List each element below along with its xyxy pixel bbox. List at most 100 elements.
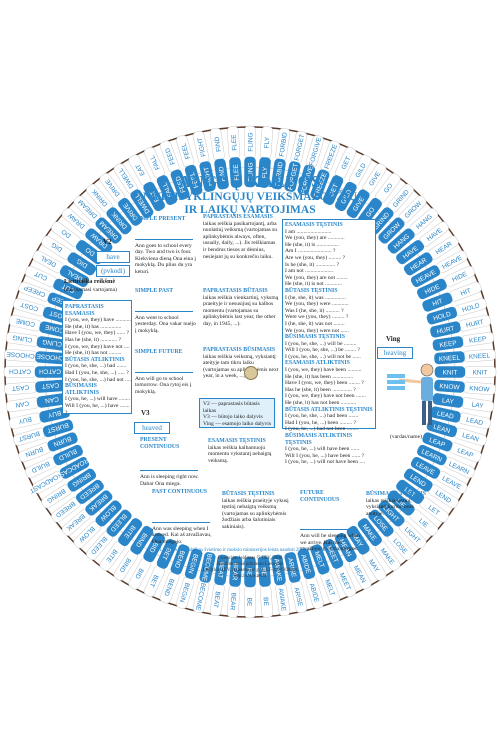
outer-verb-label: HOLD — [461, 302, 481, 314]
inner-verb-label: FLING — [248, 162, 255, 181]
outer-verb-label: FORBID — [279, 132, 289, 158]
inner-verb-tab — [184, 164, 203, 196]
outer-verb: CHOOSE — [4, 348, 37, 363]
right-h6: BŪSIMASIS ATLIKTINIS TĘSTINIS — [285, 433, 353, 446]
legend-item: V2 — paprastasis būtasis laikas — [203, 401, 260, 414]
outer-verb: MELT — [320, 571, 341, 604]
inner-verb-label: EAT — [149, 189, 161, 203]
inner-verb-tab — [106, 207, 132, 235]
past-continuous-text: Ann was sleeping when I arrived. Kai aš … — [152, 525, 212, 545]
inner-verb-label: CUT — [61, 282, 76, 294]
left-s1-head: PAPRASTASIS ESAMASIS — [65, 304, 104, 317]
inner-verb-label: BEAR — [231, 562, 239, 580]
right-h5: BŪTASIS ATLIKTINIS TĘSTINIS — [285, 406, 373, 413]
credits-block: Licencijos leidimas © TEV, 2000 Išleidim… — [0, 556, 500, 580]
present-continuous-block: PRESENT CONTINUOUS Ann is sleeping right… — [140, 437, 204, 487]
present-continuous-head: PRESENT CONTINUOUS — [140, 437, 180, 450]
inner-verb: CUT — [53, 278, 83, 300]
inner-verb-tab — [143, 532, 165, 563]
outer-verb-label: CAST — [12, 383, 30, 391]
inner-verb-tab — [244, 156, 256, 188]
left-s1-line: He (she, it) has ............... — [65, 323, 122, 330]
left-s2-line: I (you, he, she, ...) had ....... — [65, 363, 127, 370]
inner-verb-tab — [426, 419, 458, 438]
inner-verb: CATCH — [34, 366, 66, 378]
outer-verb-label: LEAD — [465, 417, 483, 428]
explain-et-head: ESAMASIS TĘSTINIS — [208, 438, 266, 444]
inner-verb-label: CLING — [42, 338, 63, 348]
inner-verb: HURT — [430, 321, 461, 338]
outer-verb-label: BUY — [17, 415, 32, 425]
right-r6-line: I (you, he, ...) will not have been .... — [285, 459, 366, 466]
inner-verb-label: HOLD — [433, 311, 453, 323]
inner-verb: LEAP — [422, 432, 453, 452]
inner-verb-label: AWAKE — [272, 558, 282, 582]
inner-verb-label: BUY — [46, 409, 61, 419]
left-panel-block: PAPRASTASIS ESAMASIS I (you, we, they) h… — [65, 304, 131, 416]
right-r1-line: I am not .................... — [285, 268, 334, 275]
credit-line: Išleidimo teisė priklauso Lietuvoje — [216, 562, 284, 567]
outer-verb: ABIDE — [305, 576, 324, 609]
explain-pb-text: laikas reiškia vienkartinį, vyksmą praei… — [203, 294, 279, 327]
left-panel — [62, 300, 132, 414]
outer-verb: GILD — [348, 154, 372, 186]
inner-verb-tab — [106, 509, 132, 537]
inner-verb-tab — [310, 544, 330, 575]
inner-verb-tab — [417, 444, 447, 466]
inner-verb: FEED — [170, 169, 190, 200]
inner-verb-tab — [95, 500, 122, 527]
inner-verb-tab — [417, 278, 447, 300]
inner-verb-label: FIGHT — [203, 166, 214, 187]
left-s3-head: BŪSIMASIS ATLIKTINIS — [65, 383, 100, 396]
inner-verb-tab — [335, 532, 357, 563]
outer-verb-label: FIND — [214, 136, 223, 152]
inner-verb-label: BEAT — [216, 561, 225, 578]
person-heaving-icon — [387, 363, 434, 425]
right-r1-line: Am I ........................ ? — [285, 248, 336, 255]
inner-verb-tab — [170, 169, 190, 200]
simple-past-timeline — [135, 295, 193, 312]
outer-verb-label: CATCH — [9, 368, 31, 375]
outer-verb: FLEE — [226, 126, 241, 159]
inner-verb: KNEEL — [434, 351, 465, 365]
inner-verb-tab — [118, 197, 143, 226]
inner-verb-label: GO — [365, 206, 377, 218]
inner-verb-tab — [53, 278, 83, 300]
inner-verb: FLEE — [229, 157, 243, 188]
inner-verb: LIE — [387, 490, 415, 516]
inner-verb-tab — [229, 157, 243, 188]
credit-line: Licencijos leidimas © TEV, 2000 — [217, 556, 283, 561]
right-r6-line: Will I (you, he, ...) have been ...... ? — [285, 452, 365, 459]
v2-window[interactable]: have — [96, 251, 130, 263]
right-r4-line: He (she, it) has been ............... — [285, 373, 354, 380]
outer-verb-label: GO — [383, 182, 395, 194]
inner-verb-label: FLY — [261, 166, 269, 179]
inner-verb-tab — [184, 548, 203, 580]
inner-verb-label: LEAN — [432, 424, 451, 436]
outer-verb-label: FLING — [248, 132, 255, 151]
inner-verb-tab — [422, 292, 453, 312]
right-r5-line: I (you, he, she, ...) had been ....... — [285, 413, 359, 420]
explain-pb-head: PAPRASTASIS BŪTASIS — [203, 288, 268, 294]
v3-window[interactable]: heaved — [134, 422, 170, 434]
inner-verb-tab — [368, 509, 394, 537]
inner-verb-label: KNOW — [439, 383, 461, 391]
right-r2-line: Were we (you, they) ......... ? — [285, 314, 349, 321]
outer-verb: CATCH — [3, 366, 37, 378]
right-r2-line: We (you, they) were ............ — [285, 301, 349, 308]
inner-verb: FORGET — [284, 161, 301, 192]
pivot-rivet — [244, 366, 258, 380]
inner-verb-tab — [426, 306, 458, 325]
inner-verb-label: CATCH — [39, 368, 61, 375]
inner-verb-tab — [422, 432, 453, 452]
right-r1-line: We (you, they) are not ........ — [285, 274, 348, 281]
explain-pbu-block: PAPRASTASIS BŪSIMASIS laikas reiškia vei… — [203, 347, 279, 380]
ving-window[interactable]: heaving — [377, 347, 413, 359]
legend-item: V3 — būtojo laiko dalyvis — [203, 414, 263, 421]
inner-verb-label: KNEEL — [439, 354, 461, 363]
inner-verb: BEGIN — [184, 548, 203, 580]
legend-list: V2 — paprastasis būtasis laikas V3 — būt… — [203, 401, 273, 427]
outer-verb-label: CLING — [12, 333, 33, 343]
left-s1-line: I (you, we, they) have not .... — [65, 343, 130, 350]
inner-verb-tab — [387, 490, 415, 516]
